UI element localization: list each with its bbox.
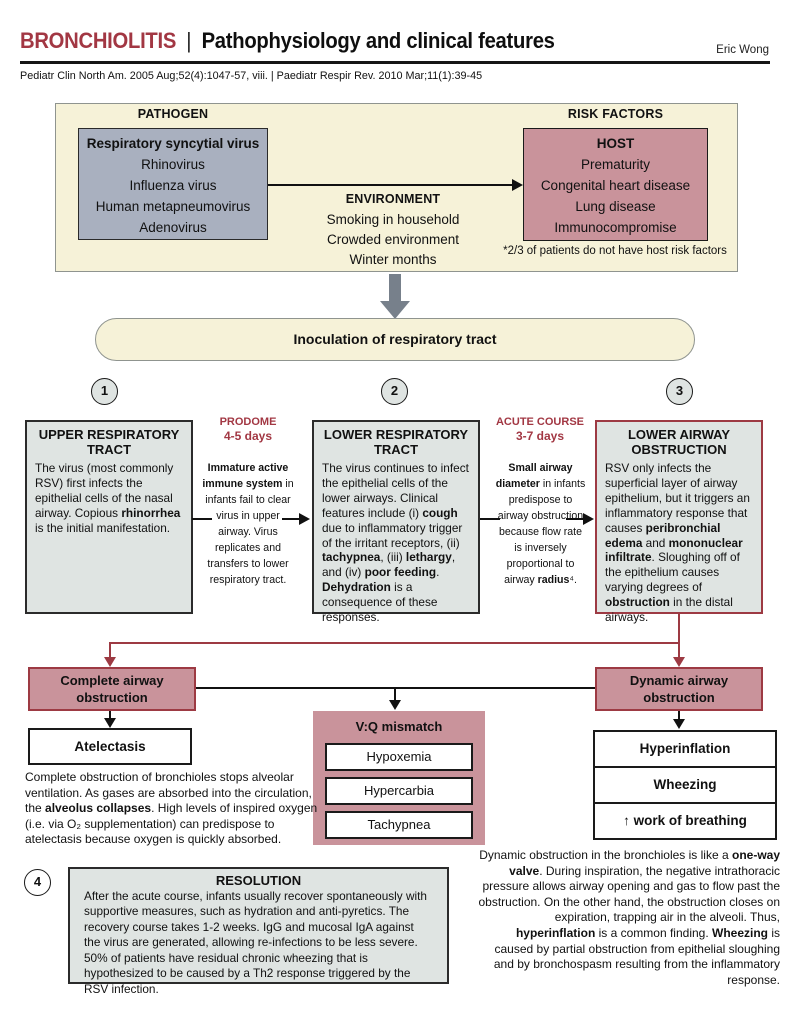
arrow-acute-step3-line: [566, 518, 584, 520]
step3-body: RSV only infects the superficial layer o…: [605, 460, 750, 625]
acute-course-label: ACUTE COURSE: [495, 416, 584, 428]
step-circle-4: 4: [24, 869, 51, 896]
down-arrow-head: [380, 301, 410, 319]
hyperinflation-box: Hyperinflation: [593, 730, 777, 768]
author-name: Eric Wong: [716, 44, 769, 56]
pathogen-label: PATHOGEN: [137, 107, 209, 121]
step-circle-2: 2: [381, 378, 408, 405]
vq-item-hypercarbia: Hypercarbia: [325, 777, 473, 805]
arrow-to-complete-head: [104, 657, 116, 667]
down-arrow-shaft: [389, 274, 401, 302]
step1-title: UPPER RESPIRATORY TRACT: [38, 427, 180, 458]
environment-item: Smoking in household: [326, 212, 460, 227]
complete-obstruction-paragraph: Complete obstruction of bronchioles stop…: [25, 770, 318, 847]
prodome-label: PRODOME: [219, 416, 277, 428]
pathogen-box: Respiratory syncytial virus Rhinovirus I…: [78, 128, 268, 240]
acute-course-duration: 3-7 days: [515, 429, 565, 443]
step1-body: The virus (most commonly RSV) first infe…: [35, 460, 181, 535]
arrow-complete-atelectasis-head: [104, 718, 116, 728]
citation-text: Pediatr Clin North Am. 2005 Aug;52(4):10…: [20, 70, 483, 82]
title-separator: |: [186, 28, 192, 53]
environment-list: Smoking in household Crowded environment…: [300, 210, 486, 270]
arrow-to-dynamic-line: [678, 644, 680, 658]
vq-mismatch-title: V:Q mismatch: [355, 719, 443, 734]
arrow-pathogen-to-risk-head: [512, 179, 523, 191]
host-factor-item: Congenital heart disease: [540, 178, 691, 193]
atelectasis-box: Atelectasis: [28, 728, 192, 765]
dynamic-obstruction-paragraph: Dynamic obstruction in the bronchioles i…: [478, 848, 780, 987]
risk-factors-label: RISK FACTORS: [567, 107, 664, 121]
connector-step1-prodome: [192, 518, 212, 520]
work-of-breathing-box: ↑ work of breathing: [593, 802, 777, 840]
arrow-prodome-step2-head: [299, 513, 310, 525]
step3-box: LOWER AIRWAY OBSTRUCTION RSV only infect…: [595, 420, 763, 624]
acute-course-body: Small airway diameter in infants predisp…: [495, 462, 586, 586]
host-label: HOST: [596, 136, 635, 151]
step3-title: LOWER AIRWAY OBSTRUCTION: [627, 427, 731, 458]
vq-item-hypoxemia: Hypoxemia: [325, 743, 473, 771]
inoculation-pill: Inoculation of respiratory tract: [95, 318, 695, 361]
connector-step3-down: [678, 614, 680, 644]
resolution-title: RESOLUTION: [215, 873, 302, 888]
prodome-duration: 4-5 days: [223, 429, 273, 443]
resolution-body: After the acute course, infants usually …: [84, 889, 427, 996]
arrow-to-complete-line: [109, 644, 111, 658]
arrow-dynamic-hyperinflation-head: [673, 719, 685, 729]
host-factor-item: Prematurity: [580, 157, 651, 172]
complete-obstruction-box: Complete airway obstruction: [28, 667, 196, 711]
host-factor-item: Immunocompromise: [554, 220, 677, 235]
dynamic-obstruction-box: Dynamic airway obstruction: [595, 667, 763, 711]
page-subtitle: Pathophysiology and clinical features: [201, 28, 555, 53]
prodome-body: Immature active immune system in infants…: [202, 462, 294, 586]
host-risk-box: HOST Prematurity Congenital heart diseas…: [523, 128, 708, 241]
connector-obstruction-horizontal: [109, 642, 680, 644]
header: BRONCHIOLITIS | Pathophysiology and clin…: [20, 28, 555, 54]
arrow-complete-atelectasis-line: [109, 711, 111, 719]
environment-label: ENVIRONMENT: [345, 192, 441, 206]
arrow-pathogen-to-risk-line: [268, 184, 512, 186]
host-factor-item: Lung disease: [575, 199, 656, 214]
wheezing-box: Wheezing: [593, 766, 777, 804]
arrow-to-dynamic-head: [673, 657, 685, 667]
step-circle-3: 3: [666, 378, 693, 405]
header-rule: [20, 61, 770, 64]
arrow-prodome-step2-line: [282, 518, 300, 520]
arrow-to-vq-head: [389, 700, 401, 710]
step-circle-1: 1: [91, 378, 118, 405]
step1-box: UPPER RESPIRATORY TRACT The virus (most …: [25, 420, 193, 614]
page-title: BRONCHIOLITIS: [20, 28, 177, 53]
host-risk-note: *2/3 of patients do not have host risk f…: [503, 245, 727, 257]
pathogen-item: Adenovirus: [139, 220, 207, 235]
environment-item: Winter months: [349, 252, 437, 267]
step2-body: The virus continues to infect the epithe…: [322, 460, 469, 625]
connector-step2-acute: [480, 518, 500, 520]
environment-item: Crowded environment: [326, 232, 460, 247]
step2-title: LOWER RESPIRATORY TRACT: [323, 427, 469, 458]
step2-box: LOWER RESPIRATORY TRACT The virus contin…: [312, 420, 480, 624]
pathogen-item: Rhinovirus: [141, 157, 205, 172]
arrow-acute-step3-head: [583, 513, 594, 525]
vq-item-tachypnea: Tachypnea: [325, 811, 473, 839]
pathogen-item: Respiratory syncytial virus: [86, 136, 260, 151]
arrow-dynamic-hyperinflation-line: [678, 711, 680, 720]
arrow-to-vq-line: [394, 687, 396, 701]
pathogen-item: Human metapneumovirus: [95, 199, 251, 214]
resolution-box: RESOLUTION After the acute course, infan…: [68, 867, 449, 996]
pathogen-item: Influenza virus: [129, 178, 217, 193]
